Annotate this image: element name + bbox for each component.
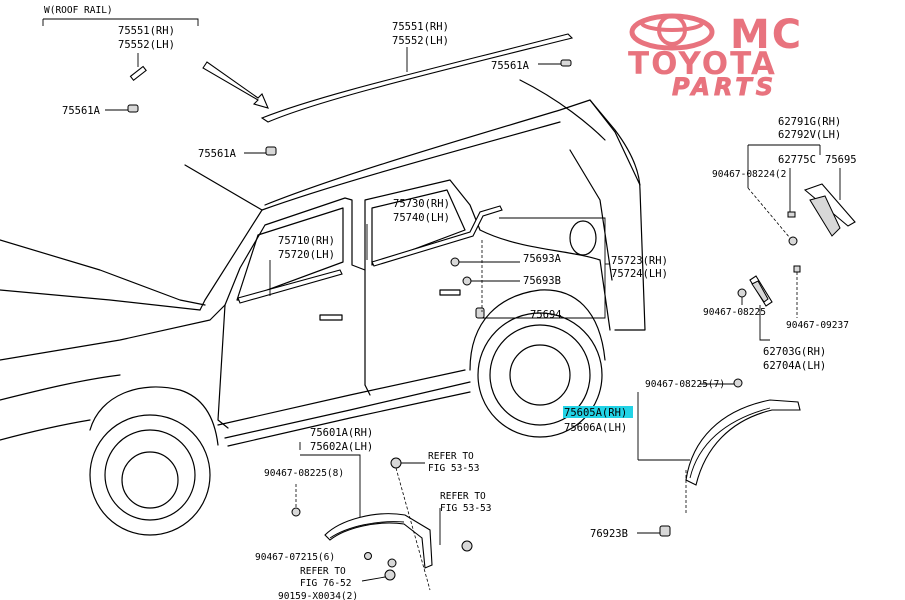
label-90467-08224: 90467-08224(2 (712, 169, 786, 180)
label-75723-rh: 75723(RH) (611, 255, 668, 267)
label-75724-lh: 75724(LH) (611, 268, 668, 280)
section-label: W(ROOF RAIL) (44, 5, 113, 16)
refer-label-2: REFER TO (440, 491, 486, 502)
logo-line2: TOYOTA (628, 46, 777, 82)
brand-logo: MC TOYOTA PARTS (628, 12, 803, 101)
roof-rail-section: W(ROOF RAIL) (42, 5, 199, 26)
refer-label-3: REFER TO (300, 566, 346, 577)
quarter-garnish-group: 90467-08225 90467-09237 62703G(RH) 62704… (703, 265, 849, 372)
refer-callouts: REFER TO FIG 53-53 REFER TO FIG 53-53 RE… (300, 451, 491, 589)
roof-rail-small: 75551(RH) 75552(LH) 75561A (62, 25, 175, 117)
rear-arch-molding-group: 90467-08225(7) 75605A(RH) 75606A(LH) 769… (563, 378, 801, 540)
label-75606a-lh: 75606A(LH) (564, 422, 627, 434)
label-90467-09237: 90467-09237 (786, 320, 849, 331)
logo-line3: PARTS (672, 73, 777, 101)
label-90467-08225-7: 90467-08225(7) (645, 379, 725, 390)
label-75602a-lh: 75602A(LH) (310, 441, 373, 453)
label-62703g-rh: 62703G(RH) (763, 346, 826, 358)
quarter-clips: 75693A 75693B 75694 75723(RH) 75724(LH) (450, 217, 668, 321)
label-90159-x0034: 90159-X0034(2) (278, 591, 358, 600)
label-75601a-rh: 75601A(RH) (310, 427, 373, 439)
label-clip-top: 75561A (491, 60, 530, 72)
label-62704a-lh: 62704A(LH) (763, 360, 826, 372)
refer-fig-2: FIG 53-53 (440, 503, 491, 514)
refer-label-1: REFER TO (428, 451, 474, 462)
label-roof-rail-small-rh: 75551(RH) (118, 25, 175, 37)
label-90467-08225-a: 90467-08225 (703, 307, 766, 318)
label-75605a-rh: 75605A(RH) (564, 407, 627, 419)
logo-line1: MC (730, 12, 803, 58)
door-moldings: 75730(RH) 75740(LH) 75710(RH) 75720(LH) (237, 198, 503, 304)
label-door-rear-lh: 75740(LH) (393, 212, 450, 224)
label-76923b: 76923B (590, 528, 628, 540)
label-door-rear-rh: 75730(RH) (393, 198, 450, 210)
arrow-indicator (202, 61, 269, 109)
rear-pillar-garnish-group: 62791G(RH) 62792V(LH) 90467-08224(2 6277… (712, 116, 857, 246)
label-door-front-rh: 75710(RH) (278, 235, 335, 247)
front-arch-molding-group: 75601A(RH) 75602A(LH) 90467-08225(8) 904… (255, 427, 473, 600)
label-75693b: 75693B (523, 275, 561, 287)
vehicle-outline (0, 79, 646, 536)
label-clip-left: 75561A (62, 105, 101, 117)
refer-fig-3: FIG 76-52 (300, 578, 351, 589)
label-75695: 75695 (825, 154, 857, 166)
label-roof-rail-main-lh: 75552(LH) (392, 35, 449, 47)
roof-rail-main: 75551(RH) 75552(LH) 75561A 75561A (198, 21, 574, 160)
label-62791g-rh: 62791G(RH) (778, 116, 841, 128)
label-roof-rail-small-lh: 75552(LH) (118, 39, 175, 51)
label-75694: 75694 (530, 309, 562, 321)
refer-fig-1: FIG 53-53 (428, 463, 479, 474)
label-90467-07215: 90467-07215(6) (255, 552, 335, 563)
label-roof-rail-main-rh: 75551(RH) (392, 21, 449, 33)
label-clip-mid: 75561A (198, 148, 237, 160)
label-90467-08225-8: 90467-08225(8) (264, 468, 344, 479)
highlight-75605a (563, 406, 633, 418)
label-62775c: 62775C (778, 154, 816, 166)
label-door-front-lh: 75720(LH) (278, 249, 335, 261)
label-75693a: 75693A (523, 253, 562, 265)
label-62792v-lh: 62792V(LH) (778, 129, 841, 141)
